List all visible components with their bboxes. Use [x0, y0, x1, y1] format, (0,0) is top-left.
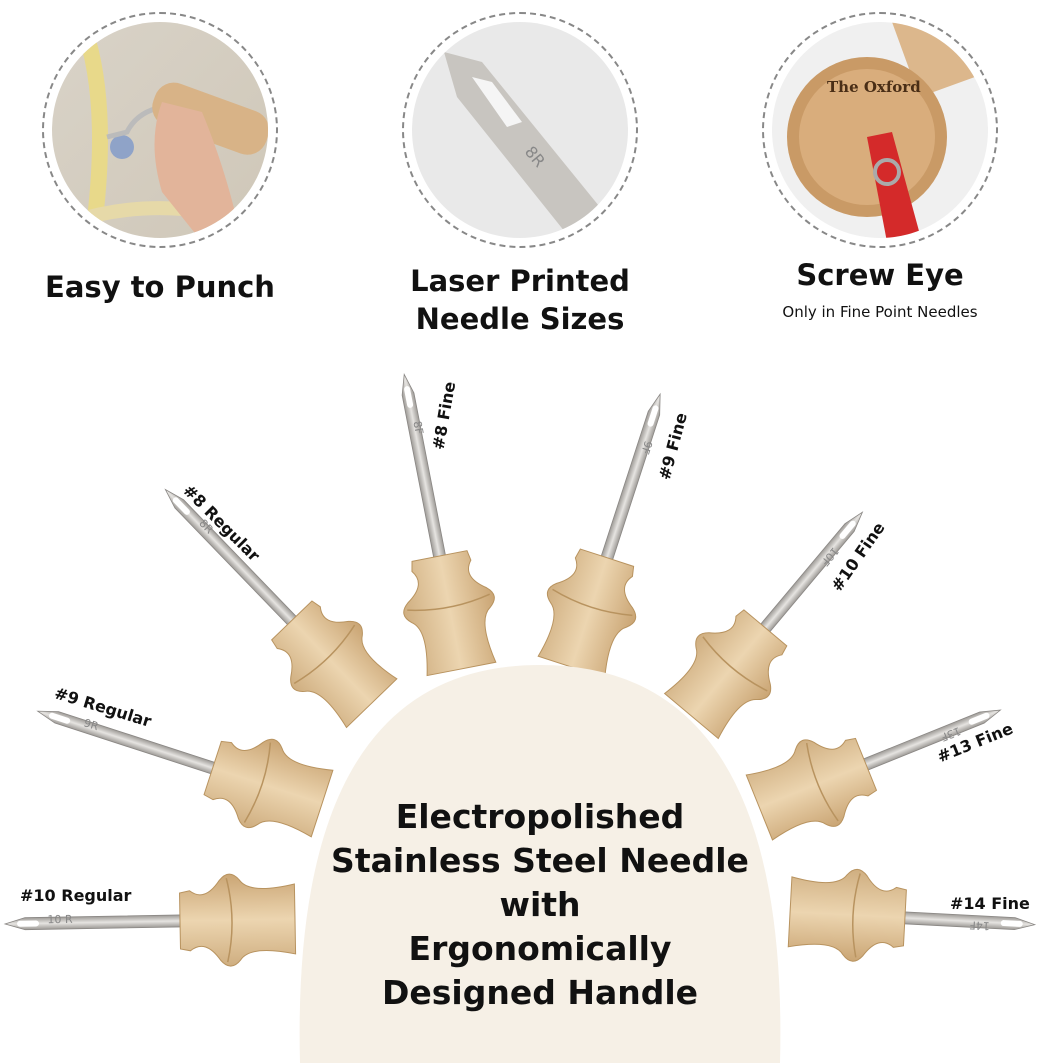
center-line-2: Stainless Steel Needle: [331, 841, 749, 880]
needle-8-regular: 8R: [164, 488, 398, 729]
needle-mark: 8F: [410, 420, 425, 436]
needle-eye: [968, 712, 990, 725]
needle-9-fine: 9F: [537, 392, 661, 679]
wooden-handle: [787, 868, 907, 962]
wooden-handle: [203, 738, 334, 838]
feature-subtitle-screw-eye: Only in Fine Point Needles: [782, 303, 978, 321]
needle-eye: [1000, 920, 1023, 927]
needle-mark: 9R: [82, 716, 100, 733]
needle-eye: [17, 920, 40, 927]
wooden-handle: [537, 548, 637, 679]
center-line-4: Ergonomically: [408, 929, 672, 968]
wooden-handle: [745, 737, 878, 841]
feature-title-easy-to-punch: Easy to Punch: [45, 270, 275, 304]
needle-eye: [172, 497, 190, 515]
feature-title-line2: Needle Sizes: [415, 302, 625, 336]
feature-title-line1: Laser Printed: [410, 264, 630, 298]
center-panel: [299, 665, 781, 1063]
needle-8-fine: 8F: [401, 373, 497, 677]
feature-title-laser-printed: Laser Printed Needle Sizes: [370, 262, 670, 338]
needle-mark: 10 R: [47, 913, 73, 926]
needle-label-14-fine: #14 Fine: [950, 894, 1030, 913]
wooden-handle: [403, 550, 497, 677]
needle-mark: 14F: [969, 918, 990, 932]
needle-10-fine: 10F: [663, 511, 864, 740]
needle-eye: [48, 712, 71, 724]
needle-9-regular: 9R: [36, 710, 334, 838]
easy-to-punch-photo: [42, 12, 278, 248]
feature-title-screw-eye: Screw Eye: [796, 258, 964, 292]
needle-eye: [647, 405, 659, 427]
laser-printed-photo: 8R: [402, 12, 638, 248]
needle-label-10-regular: #10 Regular: [20, 886, 132, 905]
needle-14-fine: 14F: [787, 868, 1037, 962]
brand-engraving: The Oxford: [827, 78, 921, 96]
needle-13-fine: 13F: [745, 709, 1002, 841]
center-line-5: Designed Handle: [381, 973, 699, 1012]
needle-closeup-illustration: 8R: [444, 52, 612, 238]
wooden-handle: [179, 873, 297, 967]
needle-10-regular: 10 R: [3, 873, 297, 967]
center-line-1: Electropolished: [395, 797, 685, 836]
wooden-handle: [271, 600, 398, 729]
needle-eye: [839, 520, 856, 539]
needle-eye: [404, 386, 414, 408]
center-line-3: with: [499, 885, 581, 924]
wooden-handle: [663, 609, 788, 740]
center-description: Electropolished Stainless Steel Needle w…: [320, 795, 760, 1015]
needle-mark: 9F: [638, 439, 654, 456]
needle-shaft: [596, 392, 661, 575]
screw-eye-photo: The Oxford: [762, 12, 998, 248]
